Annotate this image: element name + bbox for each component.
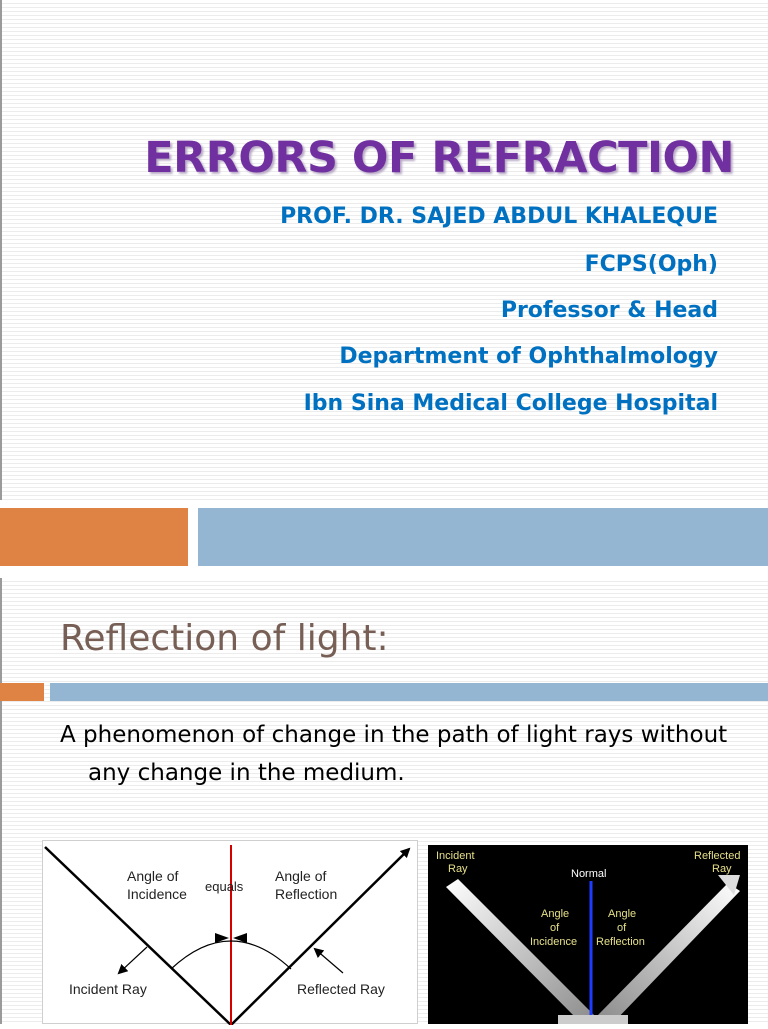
angle-arc (170, 940, 292, 970)
label-reflected-ray: Reflected Ray (297, 981, 385, 997)
heading-bar-blue (50, 683, 768, 701)
label-aor-reflection: Reflection (596, 936, 645, 948)
label-aor-angle: Angle (608, 908, 636, 920)
label-incident-ray: Incident Ray (69, 981, 147, 997)
incident-pointer-arrow (117, 946, 148, 975)
reflected-ray-beam (596, 883, 740, 1024)
slide-heading: Reflection of light: (60, 618, 389, 659)
label-angle-of: Angle of (127, 868, 178, 884)
label-equals: equals (205, 879, 244, 894)
label-incidence: Incidence (127, 886, 187, 902)
slide-body-text: A phenomenon of change in the path of li… (60, 722, 728, 786)
mirror-surface (558, 1015, 628, 1024)
author-position: Professor & Head (500, 298, 718, 323)
label-aor-of: of (617, 922, 627, 934)
incident-ray-line (44, 846, 232, 1026)
reflection-diagram-right-svg: Incident Ray Normal Reflected Ray Angle … (436, 850, 740, 1024)
slide-title: ERRORS OF REFRACTION (144, 133, 734, 183)
reflection-diagram-left-svg: Angle of Incidence equals Angle of Refle… (44, 845, 411, 1026)
accent-bar-orange (0, 508, 188, 566)
label-normal: Normal (571, 868, 606, 880)
label-aoi-incidence: Incidence (530, 936, 577, 948)
arc-arrow-right (233, 933, 247, 943)
label-aoi-angle: Angle (541, 908, 569, 920)
reflected-ray-line (230, 847, 411, 1026)
label-reflected: Reflected (694, 850, 740, 862)
reflection-diagram-right: Incident Ray Normal Reflected Ray Angle … (428, 845, 748, 1024)
heading-bar-orange (0, 683, 44, 701)
title-slide: ERRORS OF REFRACTION PROF. DR. SAJED ABD… (0, 0, 768, 500)
accent-bar-blue (198, 508, 768, 566)
author-institution: Ibn Sina Medical College Hospital (303, 391, 718, 416)
reflected-pointer-arrow (313, 947, 344, 974)
incident-ray-beam (446, 879, 596, 1024)
label-reflected-ray-2: Ray (712, 863, 732, 875)
label-incident: Incident (436, 850, 475, 862)
reflection-diagram-left: Angle of Incidence equals Angle of Refle… (42, 840, 418, 1026)
label-angle-of-reflection: Angle of (275, 868, 326, 884)
arc-arrow-left (215, 933, 229, 943)
label-incident-ray-2: Ray (448, 863, 468, 875)
label-reflection: Reflection (275, 886, 337, 902)
reflected-arrowhead (718, 875, 740, 895)
author-qualification: FCPS(Oph) (584, 252, 718, 277)
author-name: PROF. DR. SAJED ABDUL KHALEQUE (280, 204, 718, 229)
author-department: Department of Ophthalmology (339, 344, 718, 369)
label-aoi-of: of (550, 922, 560, 934)
